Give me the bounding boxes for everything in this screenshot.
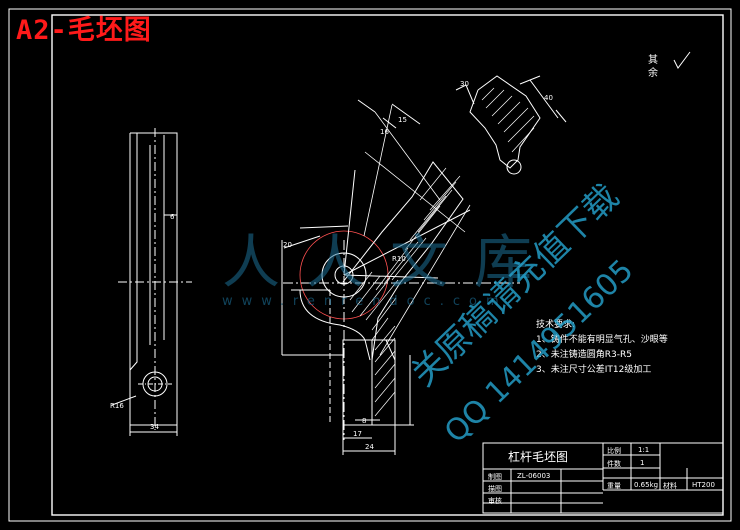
row-label-drawn: 制图 <box>488 473 502 481</box>
main-view <box>281 99 520 455</box>
dim-15: 15 <box>398 116 407 124</box>
row-label-traced: 描图 <box>488 485 502 493</box>
dim-20: 20 <box>283 241 292 249</box>
dim-30: 30 <box>460 80 469 88</box>
outer-border <box>8 8 732 522</box>
part-name: 杠杆毛坯图 <box>508 450 569 464</box>
dim-40: 40 <box>544 94 553 102</box>
field-value-weight: 0.65kg <box>634 481 659 489</box>
title-block-frame <box>482 442 724 514</box>
sheet-heading: A2-毛坯图 <box>16 15 152 46</box>
drawing-number: ZL-06003 <box>517 472 551 480</box>
field-value-scale: 1:1 <box>638 446 650 454</box>
side-view <box>111 128 192 436</box>
dim-6: 6 <box>170 213 175 221</box>
dim-r10: R10 <box>392 255 406 263</box>
field-value-material: HT200 <box>692 481 715 489</box>
tech-req-item-1: 1、铸件不能有明显气孔、沙眼等 <box>536 335 668 345</box>
tech-req-item-3: 3、未注尺寸公差IT12级加工 <box>536 365 652 375</box>
watermark-url: www.renrendoc.com <box>222 294 508 309</box>
field-label-scale: 比例 <box>607 447 621 455</box>
field-label-material: 材料 <box>663 482 677 490</box>
field-value-qty: 1 <box>640 459 645 467</box>
surface-note-label: 其余 <box>648 55 658 79</box>
section-view <box>455 75 567 175</box>
tech-req-item-2: 2、未注铸造圆角R3-R5 <box>536 350 632 360</box>
watermark-logo: 人人文库 <box>222 228 559 296</box>
dim-24: 24 <box>365 443 374 451</box>
row-label-checked: 审核 <box>488 497 502 505</box>
inner-border <box>51 14 724 516</box>
tech-req-title: 技术要求: <box>536 320 576 330</box>
dim-16: 16 <box>380 128 389 136</box>
dim-17: 17 <box>353 430 362 438</box>
field-label-weight: 重量 <box>607 482 621 490</box>
dim-r16: R16 <box>110 402 124 410</box>
dim-34-side: 34 <box>150 423 159 431</box>
field-label-qty: 件数 <box>607 460 621 468</box>
dim-8: 8 <box>362 417 366 425</box>
surface-finish-symbol <box>673 51 691 69</box>
technical-requirements: 技术要求: 1、铸件不能有明显气孔、沙眼等 2、未注铸造圆角R3-R5 3、未注… <box>536 318 668 378</box>
